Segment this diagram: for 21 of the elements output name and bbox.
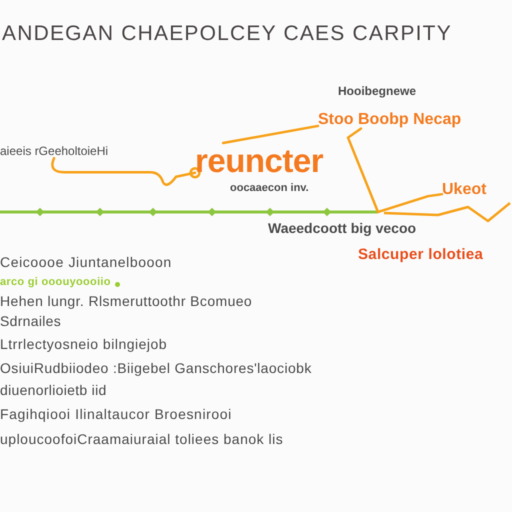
note-text: Ceicoooe Jiuntanelbooon xyxy=(0,254,172,270)
caption-text: Hooibegnewe xyxy=(338,85,416,98)
note-text: Waeedcoott big vecoo xyxy=(268,220,416,236)
callout-heading: Ukeot xyxy=(442,181,486,199)
callout-heading: reuncter xyxy=(195,143,324,180)
note-text: OsiuiRudbiiodeo :Biigebel Ganschores'laociobk xyxy=(0,360,312,376)
connector-line xyxy=(51,156,201,186)
note-text: Ltrrlectyosneio bilngiejob xyxy=(0,336,168,352)
note-text: Salcuper lolotiea xyxy=(358,246,484,264)
callout-text: aieeis rGeeholtoieHi xyxy=(0,145,108,158)
connector-line xyxy=(346,127,444,214)
note-text: Fagihqiooi Ilinaltaucor Broesnirooi xyxy=(0,406,232,422)
note-text: arco gi ooouyoooiio xyxy=(0,276,111,289)
note-text: Sdrnailes xyxy=(0,313,62,330)
caption-text: oocaaecon inv. xyxy=(230,182,309,194)
note-text: Hehen lungr. Rlsmeruttoothr Bcomueo xyxy=(0,293,252,310)
connector-line xyxy=(222,124,320,144)
callout-heading: Stoo Boobp Necap xyxy=(318,111,462,129)
note-text: diuenorlioietb iid xyxy=(0,382,107,398)
title-text: ANDEGAN CHAEPOLCEY CAES CARPITY xyxy=(2,22,452,46)
note-text: uploucoofoiCraamaiuraial toliees banok lis xyxy=(0,431,284,448)
